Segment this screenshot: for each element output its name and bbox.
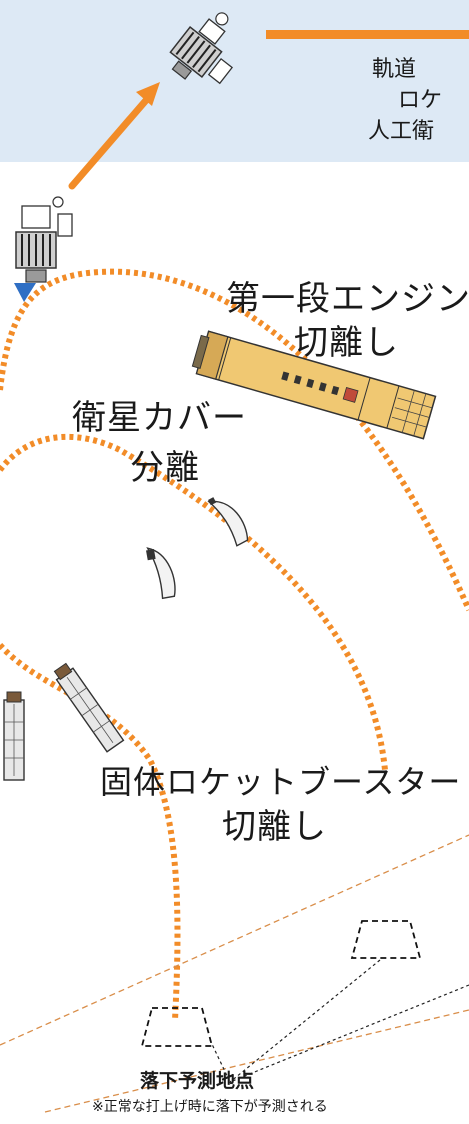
solid-booster-icon: [53, 662, 125, 753]
fairing-label-line2: 分離: [130, 448, 200, 488]
impact-zone-icon: [140, 1007, 214, 1047]
solid-booster-icon: [3, 691, 25, 781]
ascent-arrow: [68, 82, 160, 190]
impact-title: 落下予測地点: [140, 1070, 255, 1092]
trajectory-curves: [0, 268, 469, 1021]
orbit-sky-band: [0, 0, 469, 162]
srb-label-line2: 切離し: [222, 807, 327, 847]
first-stage-label-line1: 第一段エンジン: [226, 279, 469, 319]
fairing-label-line1: 衛星カバー: [72, 398, 247, 438]
fairing-trajectory: [0, 433, 388, 771]
orbit-header-bar: [266, 30, 469, 39]
impact-lines: [209, 959, 469, 1083]
fairing-piece-icon: [146, 547, 176, 600]
first-stage-icon: [191, 330, 437, 440]
first-stage-label-line2: 切離し: [294, 323, 399, 363]
satellite-cone: [14, 283, 36, 302]
fairing-piece-icon: [207, 497, 249, 547]
satellite-icon: [169, 12, 234, 85]
impact-note: ※正常な打上げ時に落下が予測される: [92, 1099, 328, 1115]
impact-zone-icon: [350, 920, 422, 959]
orbit-label-line1: 軌道: [372, 57, 417, 82]
srb-label-line1: 固体ロケットブースター: [100, 763, 462, 801]
orbit-label-line2: ロケ: [398, 88, 443, 113]
first-stage-trajectory: [0, 268, 469, 612]
satellite-icon: [15, 196, 73, 283]
ground-lines: [0, 834, 469, 1113]
orbit-label-line3: 人工衛: [368, 119, 435, 144]
